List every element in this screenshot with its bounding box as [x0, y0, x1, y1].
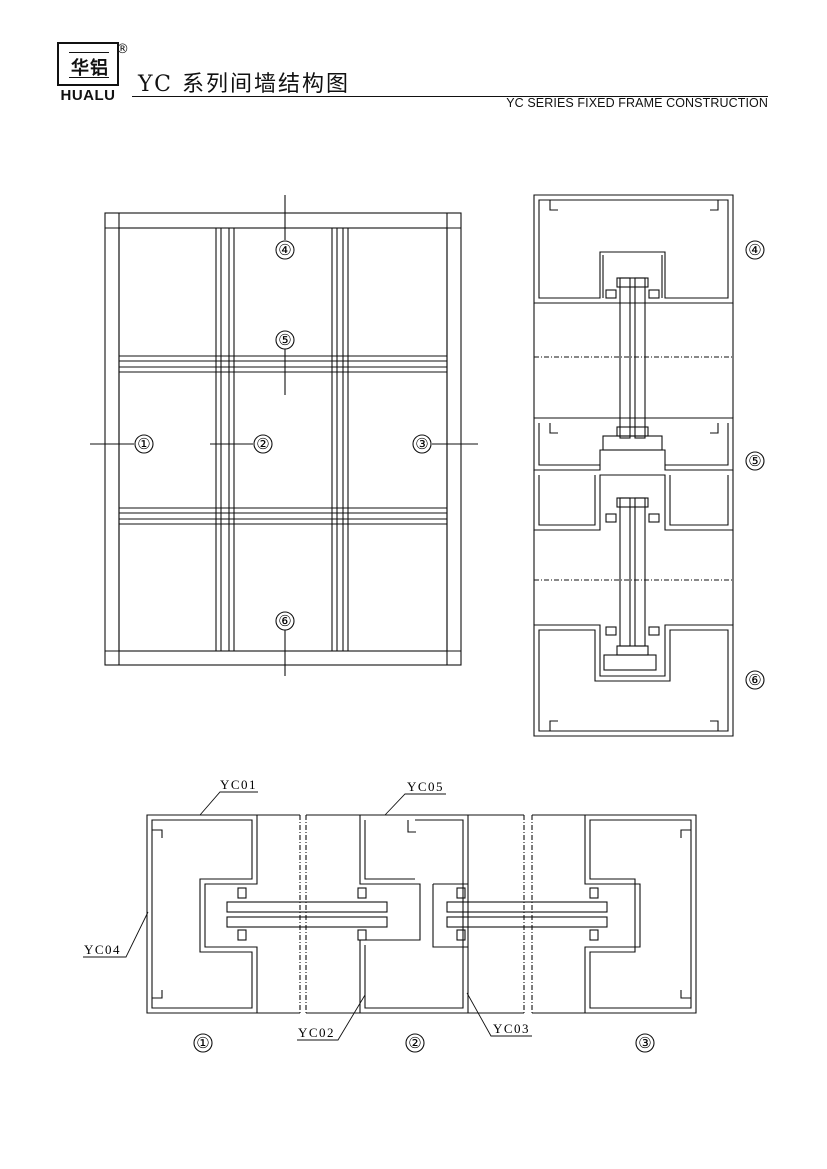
header-rule: [132, 96, 768, 97]
code-yc02: YC02: [298, 1025, 335, 1040]
page-title-english: YC SERIES FIXED FRAME CONSTRUCTION: [506, 96, 768, 110]
registered-mark: ®: [116, 42, 129, 57]
vertical-section: [533, 194, 765, 737]
code-yc04: YC04: [84, 942, 121, 957]
horizontal-section: [146, 814, 697, 1053]
horizontal-section-markers: ① ② ③: [196, 1036, 651, 1052]
logo-chinese-text: 华铝: [71, 58, 109, 79]
section-marker-6: ⑥: [748, 673, 761, 689]
elevation-marker-2: ②: [256, 437, 269, 453]
section-marker-5: ⑤: [748, 454, 761, 470]
elevation-marker-4: ④: [278, 243, 291, 259]
elevation-marker-3: ③: [415, 437, 428, 453]
code-yc05: YC05: [407, 779, 444, 794]
elevation-markers: ④ ⑤ ⑥ ① ② ③: [137, 243, 428, 630]
vertical-section-markers: ④ ⑤ ⑥: [748, 243, 761, 689]
logo-top-decoration: [69, 46, 109, 53]
elevation-marker-6: ⑥: [278, 614, 291, 630]
elevation-marker-5: ⑤: [278, 333, 291, 349]
section-marker-2: ②: [408, 1036, 421, 1052]
hualu-logo: 华铝 HUALU: [55, 42, 125, 104]
profile-codes: YC01 YC05 YC04 YC02 YC03: [84, 777, 530, 1040]
code-yc03: YC03: [493, 1021, 530, 1036]
code-yc01: YC01: [220, 777, 257, 792]
page-title-chinese: YC 系列间墙结构图: [138, 72, 350, 97]
section-marker-4: ④: [748, 243, 761, 259]
logo-english-text: HUALU: [60, 87, 116, 104]
elevation-marker-1: ①: [137, 437, 150, 453]
logo-bottom-decoration: [69, 77, 109, 82]
profile-leader-lines: [83, 791, 532, 1041]
section-marker-3: ③: [638, 1036, 651, 1052]
elevation-view: [90, 195, 478, 676]
section-marker-1: ①: [196, 1036, 209, 1052]
logo-frame: 华铝: [57, 42, 119, 86]
